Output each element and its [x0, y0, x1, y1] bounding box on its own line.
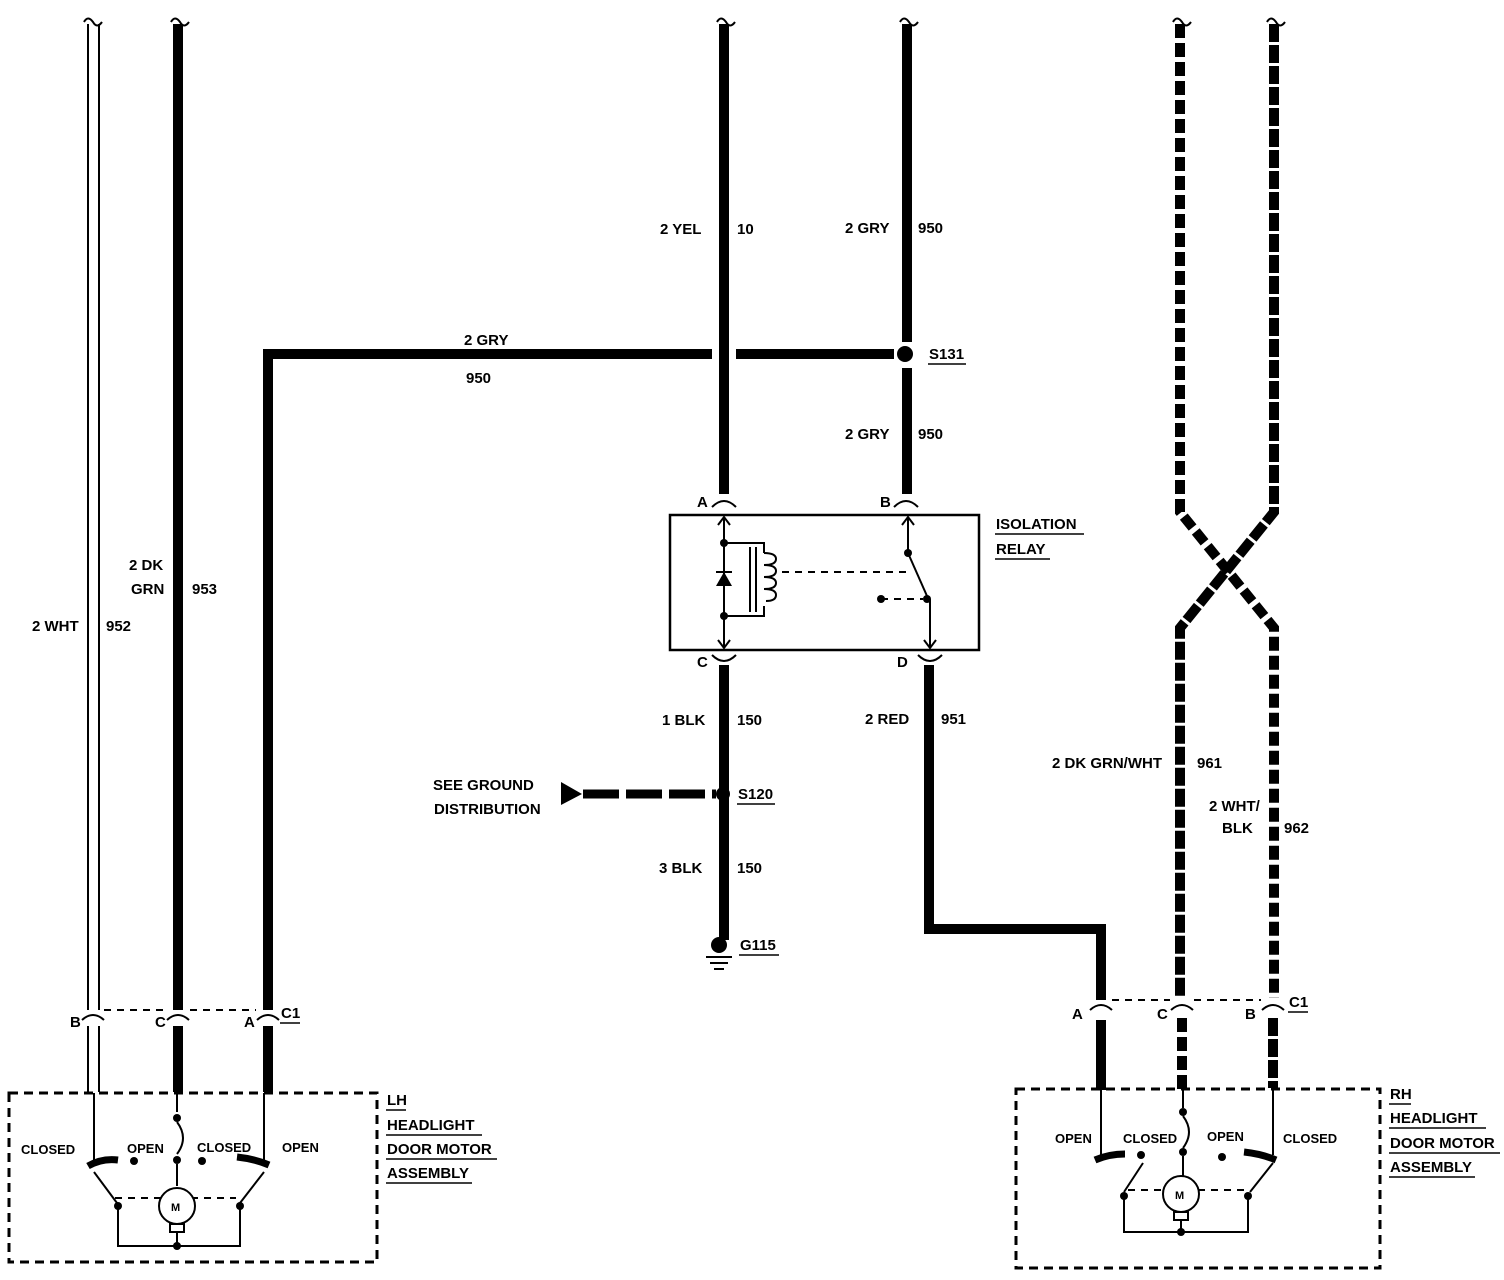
lh-motor-label: M [171, 1202, 180, 1214]
lh-open-1: OPEN [127, 1141, 164, 1156]
w950-top-circuit-label: 950 [918, 220, 943, 237]
lh-name-4: ASSEMBLY [387, 1165, 469, 1182]
wire-950-top [899, 17, 919, 342]
lh-connector-c1 [81, 1009, 280, 1021]
rh-name-2: HEADLIGHT [1390, 1110, 1478, 1127]
rh-motor-label: M [1175, 1190, 1184, 1202]
ground-ref-1: SEE GROUND [433, 777, 534, 794]
splice-s131-label: S131 [929, 346, 964, 363]
ground-ref-2: DISTRIBUTION [434, 801, 541, 818]
rh-closed-1: CLOSED [1123, 1131, 1177, 1146]
relay-pin-d: D [897, 654, 908, 671]
lh-connector-label: C1 [281, 1005, 300, 1022]
relay-pin-c: C [697, 654, 708, 671]
relay-name-1: ISOLATION [996, 516, 1077, 533]
lh-name-2: HEADLIGHT [387, 1117, 475, 1134]
w952-color-label: 2 WHT [32, 618, 79, 635]
w962-color-label-2: BLK [1222, 820, 1253, 837]
w962-color-label-1: 2 WHT/ [1209, 798, 1261, 815]
wire-950-horizontal [263, 349, 894, 1092]
w150-a-color-label: 1 BLK [662, 712, 706, 729]
w951-circuit-label: 951 [941, 711, 966, 728]
w953-color-label-1: 2 DK [129, 557, 163, 574]
relay-name-2: RELAY [996, 541, 1045, 558]
w150-b-color-label: 3 BLK [659, 860, 703, 877]
rh-name-1: RH [1390, 1086, 1412, 1103]
wire-961 [1172, 17, 1279, 998]
lh-closed-1: CLOSED [21, 1142, 75, 1157]
lh-door-motor-assembly [7, 1091, 379, 1264]
ground-distribution-ref [561, 782, 716, 805]
w10-circuit-label: 10 [737, 221, 754, 238]
w953-color-label-2: GRN [131, 581, 164, 598]
rh-pin-a: A [1072, 1006, 1083, 1023]
ground-g115-symbol [706, 937, 732, 970]
lh-name-3: DOOR MOTOR [387, 1141, 492, 1158]
w951-color-label: 2 RED [865, 711, 909, 728]
w950-top-color-label: 2 GRY [845, 220, 889, 237]
relay-pin-a: A [697, 494, 708, 511]
splice-s131-dot [897, 346, 913, 362]
rh-connector-label: C1 [1289, 994, 1308, 1011]
rh-door-motor-assembly [1014, 1087, 1382, 1270]
w950-h-circuit-label: 950 [466, 370, 491, 387]
wire-951 [924, 665, 1106, 1090]
w961-circuit-label: 961 [1197, 755, 1222, 772]
splice-s120-label: S120 [738, 786, 773, 803]
wire-952 [83, 17, 103, 1092]
w961-color-label: 2 DK GRN/WHT [1052, 755, 1162, 772]
ground-g115-label: G115 [740, 937, 776, 954]
w962-circuit-label: 962 [1284, 820, 1309, 837]
lh-pin-a: A [244, 1014, 255, 1031]
w10-color-label: 2 YEL [660, 221, 701, 238]
splice-s120-dot [716, 787, 730, 801]
w950-mid-color-label: 2 GRY [845, 426, 889, 443]
lh-name-1: LH [387, 1092, 407, 1109]
lh-open-2: OPEN [282, 1140, 319, 1155]
rh-closed-2: CLOSED [1283, 1131, 1337, 1146]
rh-open-1: OPEN [1055, 1131, 1092, 1146]
lh-closed-2: CLOSED [197, 1140, 251, 1155]
w952-circuit-label: 952 [106, 618, 131, 635]
w150-b-circuit-label: 150 [737, 860, 762, 877]
wire-953 [170, 17, 190, 1092]
lh-pin-c: C [155, 1014, 166, 1031]
rh-pin-b: B [1245, 1006, 1256, 1023]
relay-pin-b: B [880, 494, 891, 511]
w953-circuit-label: 953 [192, 581, 217, 598]
rh-name-3: DOOR MOTOR [1390, 1135, 1495, 1152]
isolation-relay [668, 500, 981, 662]
lh-pin-b: B [70, 1014, 81, 1031]
wire-10 [716, 17, 736, 494]
w150-a-circuit-label: 150 [737, 712, 762, 729]
w950-mid-circuit-label: 950 [918, 426, 943, 443]
rh-open-2: OPEN [1207, 1129, 1244, 1144]
w950-h-color-label: 2 GRY [464, 332, 508, 349]
rh-name-4: ASSEMBLY [1390, 1159, 1472, 1176]
rh-pin-c: C [1157, 1006, 1168, 1023]
wire-962 [1175, 17, 1286, 998]
rh-connector-c1 [1089, 999, 1285, 1011]
